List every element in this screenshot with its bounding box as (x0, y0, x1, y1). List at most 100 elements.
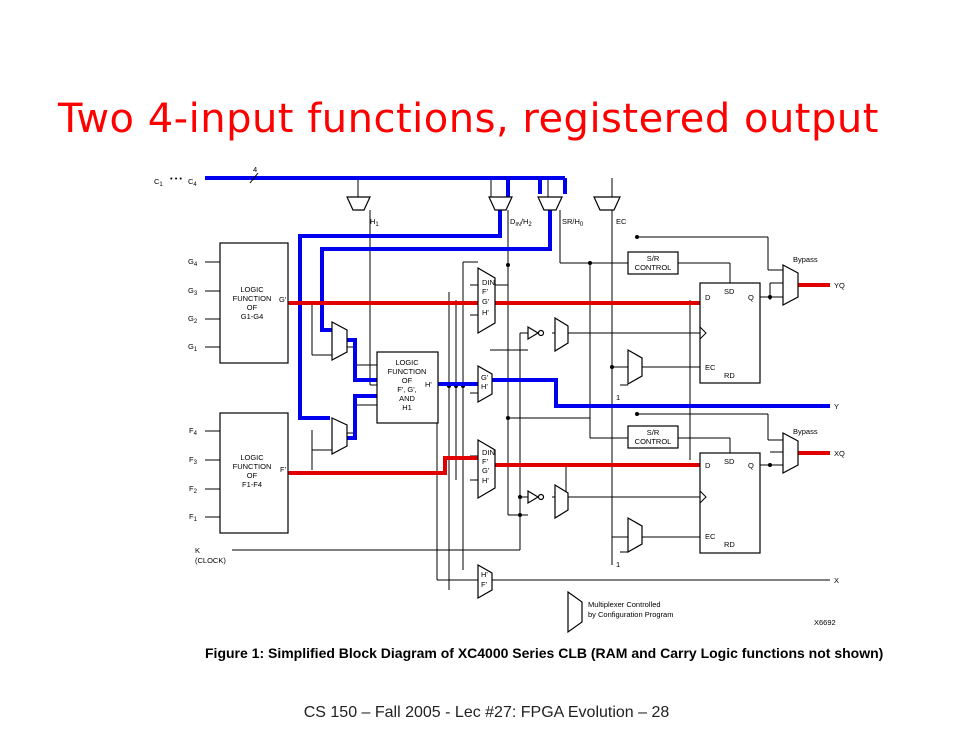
black-wiring (205, 178, 830, 590)
c-bus-labels: C1 • • • C4 4 (154, 165, 259, 188)
h-prime-output-label: H' (425, 380, 432, 389)
svg-text:H': H' (482, 308, 489, 317)
svg-text:EC: EC (705, 363, 716, 372)
logic-h-text: LOGIC FUNCTION OF F', G', AND H1 (388, 358, 427, 412)
sr-h0-label: SR/H0 (562, 217, 584, 228)
f-input-labels: F4 F3 F2 F1 (189, 426, 198, 523)
mux-y-input-labels: G' H' (481, 373, 489, 391)
logic-function-f (219, 412, 289, 534)
svg-text:OF: OF (402, 376, 413, 385)
flip-flop-xq (699, 452, 761, 554)
slide-title: Two 4-input functions, registered output (58, 96, 879, 142)
svg-text:H': H' (481, 382, 488, 391)
svg-text:SD: SD (724, 287, 735, 296)
sr-control-2-text: S/R CONTROL (635, 428, 672, 446)
mux-h-in-2 (331, 417, 348, 455)
mux-h-in-1 (331, 321, 348, 361)
logic-function-h (376, 351, 439, 424)
svg-text:EC: EC (705, 532, 716, 541)
svg-text:LOGIC: LOGIC (240, 285, 264, 294)
svg-text:H1: H1 (402, 403, 412, 412)
legend-line-1: Multiplexer Controlled (588, 600, 661, 609)
svg-text:S/R: S/R (647, 428, 660, 437)
g-prime-output-label: G' (279, 295, 287, 304)
h1-label: H1 (370, 217, 379, 228)
bypass-label-1: Bypass (793, 255, 818, 264)
svg-text:SD: SD (724, 457, 735, 466)
svg-text:F': F' (482, 457, 489, 466)
logic-f-text: LOGIC FUNCTION OF F1-F4 (233, 453, 272, 489)
logic-g-text: LOGIC FUNCTION OF G1-G4 (233, 285, 272, 321)
mux-xq-input-labels: DIN F' G' H' (482, 448, 495, 485)
figure-id: X6692 (814, 618, 836, 627)
mux-shapes (331, 196, 799, 634)
const-one-2: 1 (616, 560, 620, 569)
g2-label: G2 (188, 314, 198, 325)
mux-ec-1 (627, 348, 643, 386)
inverter-1 (527, 325, 540, 341)
logic-function-g (219, 242, 289, 364)
svg-text:F', G',: F', G', (397, 385, 417, 394)
din-h2-label: DIN/H2 (510, 217, 532, 228)
sr-control-2 (627, 425, 679, 449)
sr-control-1-text: S/R CONTROL (635, 254, 672, 272)
svg-text:G1-G4: G1-G4 (241, 312, 264, 321)
svg-text:CONTROL: CONTROL (635, 263, 672, 272)
const-one-1: 1 (616, 393, 620, 402)
f1-label: F1 (189, 512, 198, 523)
svg-text:Q: Q (748, 293, 754, 302)
g4-label: G4 (188, 257, 198, 268)
f4-label: F4 (189, 426, 198, 437)
svg-text:D: D (705, 293, 711, 302)
svg-text:G': G' (482, 297, 490, 306)
svg-text:H': H' (482, 476, 489, 485)
figure-caption: Figure 1: Simplified Block Diagram of XC… (205, 645, 884, 661)
ff-yq-labels: D SD Q EC RD (705, 287, 754, 380)
mux-xq-d (477, 438, 496, 500)
f2-label: F2 (189, 484, 198, 495)
y-output-label: Y (834, 402, 839, 411)
clock-text-label: (CLOCK) (195, 556, 226, 565)
legend-mux-icon (567, 590, 583, 634)
svg-text:DIN: DIN (482, 278, 495, 287)
svg-text:G': G' (482, 466, 490, 475)
mux-ec (593, 196, 621, 211)
svg-text:DIN: DIN (482, 448, 495, 457)
legend-line-2: by Configuration Program (588, 610, 673, 619)
ff-xq-labels: D SD Q EC RD (705, 457, 754, 549)
mux-h1 (346, 196, 371, 211)
svg-text:G': G' (481, 373, 489, 382)
mux-bypass-xq (782, 432, 799, 474)
svg-text:OF: OF (247, 303, 258, 312)
c4-label: C4 (188, 177, 197, 188)
svg-text:CONTROL: CONTROL (635, 437, 672, 446)
logic-blocks (219, 242, 761, 554)
inverter-2 (527, 489, 540, 505)
mux-bypass-yq (782, 264, 799, 306)
svg-text:LOGIC: LOGIC (240, 453, 264, 462)
svg-text:RD: RD (724, 540, 735, 549)
c-dots: • • • (170, 174, 182, 183)
mux-din (488, 196, 513, 211)
svg-text:H': H' (481, 570, 488, 579)
svg-text:F': F' (481, 580, 488, 589)
svg-text:FUNCTION: FUNCTION (233, 462, 272, 471)
yq-output-label: YQ (834, 281, 845, 290)
ec-label: EC (616, 217, 627, 226)
xq-output-label: XQ (834, 449, 845, 458)
mux-top-labels: H1 DIN/H2 SR/H0 EC (370, 217, 627, 228)
svg-text:F': F' (482, 287, 489, 296)
c1-label: C1 (154, 177, 163, 188)
f3-label: F3 (189, 455, 198, 466)
svg-text:Q: Q (748, 461, 754, 470)
svg-text:FUNCTION: FUNCTION (233, 294, 272, 303)
svg-text:FUNCTION: FUNCTION (388, 367, 427, 376)
f-prime-output-label: F' (280, 465, 287, 474)
mux-sr (537, 196, 563, 211)
mux-clk-2 (554, 483, 569, 520)
svg-text:AND: AND (399, 394, 415, 403)
flip-flop-yq (699, 282, 761, 384)
mux-x-input-labels: H' F' (481, 570, 488, 589)
svg-text:RD: RD (724, 371, 735, 380)
